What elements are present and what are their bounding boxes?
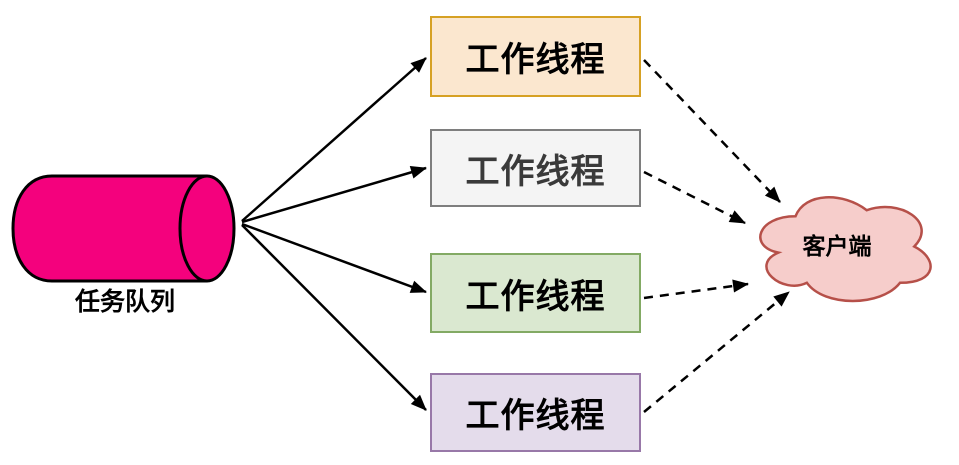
- worker-thread-4-label: 工作线程: [465, 397, 606, 435]
- queue-to-worker-3-arrow: [241, 222, 427, 294]
- task-queue-cylinder: [11, 174, 236, 283]
- worker-2-to-client-arrow: [643, 170, 746, 225]
- worker-thread-1-label: 工作线程: [465, 41, 606, 79]
- worker-thread-box-4: 工作线程: [430, 373, 641, 452]
- worker-thread-2-label: 工作线程: [465, 152, 606, 191]
- worker-to-client-arrows: [643, 59, 790, 413]
- worker-thread-box-1: 工作线程: [430, 16, 641, 97]
- queue-to-worker-1-arrow: [241, 57, 427, 222]
- client-cloud: [759, 196, 932, 303]
- client-label: 客户端: [802, 233, 872, 259]
- worker-1-to-client-arrow: [643, 59, 781, 203]
- cylinder-cap: [178, 174, 236, 283]
- queue-to-worker-4-arrow: [241, 224, 427, 411]
- worker-4-to-client-arrow: [643, 291, 790, 413]
- worker-thread-box-2: 工作线程: [430, 129, 641, 207]
- queue-to-worker-2-arrow: [241, 165, 427, 224]
- worker-3-to-client-arrow: [643, 279, 749, 300]
- queue-to-worker-arrows: [241, 57, 427, 411]
- worker-thread-box-3: 工作线程: [430, 253, 641, 333]
- worker-thread-3-label: 工作线程: [465, 277, 606, 316]
- task-queue-label: 任务队列: [74, 288, 175, 316]
- cylinder-body: [11, 174, 207, 283]
